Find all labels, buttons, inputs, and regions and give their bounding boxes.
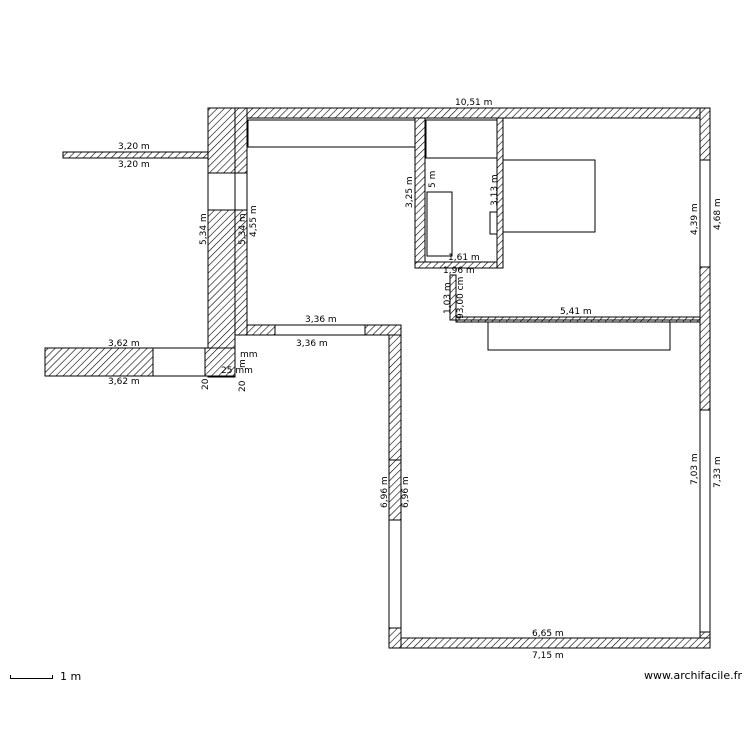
mid-vertical-window — [388, 519, 402, 629]
dim-closet-right: 3,13 m — [490, 174, 500, 206]
scale-label: 1 m — [60, 670, 82, 683]
dim-ext-wall-upper-in: 3,20 m — [118, 160, 150, 170]
dim-left-wall-inner: 5,34 m — [238, 213, 248, 245]
dim-ext-wall-upper: 3,20 m — [118, 142, 150, 152]
dim-bottom-inner: 6,65 m — [532, 629, 564, 639]
bottom-wall — [388, 637, 711, 649]
right-window-lower — [699, 409, 711, 633]
corridor-wall — [449, 274, 457, 321]
dim-closet-bottom-b: 1,96 m — [443, 266, 475, 276]
dim-closet-bottom-a: 1,61 m — [448, 253, 480, 263]
dim-closet-height: 3,25 m — [405, 176, 415, 208]
right-wall-upper — [699, 107, 711, 161]
dim-bottom-outer: 7,15 m — [532, 651, 564, 661]
mid-vertical-wall-mid — [388, 459, 402, 521]
dim-big-room-outer: 7,33 m — [713, 456, 723, 488]
left-outer-wall-top — [207, 107, 236, 174]
left-room-bottom-window — [274, 324, 366, 336]
dim-big-room-inner: 7,03 m — [690, 453, 700, 485]
dim-mid-wall: 5,41 m — [560, 307, 592, 317]
dim-small-m: m — [238, 359, 248, 368]
dim-left-room-bottom-outer: 3,36 m — [305, 315, 337, 325]
exterior-wall-lower-gap — [152, 347, 206, 377]
left-inner-window — [234, 172, 248, 211]
exterior-wall-lower-a — [44, 347, 154, 377]
exterior-wall-lower-b — [204, 347, 236, 377]
dim-vertical-wall-b: 6,96 m — [401, 476, 411, 508]
right-wall-mid — [699, 266, 711, 411]
left-inner-wall-lower — [234, 209, 248, 336]
dim-ext-wall-lower-in: 3,62 m — [108, 377, 140, 387]
dim-vertical-wall-a: 6,96 m — [380, 476, 390, 508]
dim-corridor-b: 93,00 cm — [456, 277, 466, 319]
dim-small-25mm: 25 mm — [221, 366, 253, 376]
dim-ext-wall-lower: 3,62 m — [108, 339, 140, 349]
top-wall — [234, 107, 711, 119]
counter-top — [247, 119, 416, 148]
dim-small-20a: 20 — [201, 378, 211, 390]
closet-inner-top — [425, 119, 498, 159]
dim-corridor-a: 1,03 m — [443, 282, 453, 314]
brand-watermark: www.archifacile.fr — [643, 669, 742, 682]
closet-shelf — [426, 191, 453, 257]
closet-small-shelf — [489, 211, 498, 235]
left-outer-window — [207, 172, 236, 211]
left-inner-wall — [234, 107, 248, 174]
mid-vertical-wall-lower — [388, 627, 402, 649]
dim-left-room-height: 4,55 m — [249, 205, 259, 237]
left-room-bottom-wall-b — [364, 324, 402, 336]
dim-left-wall-outer: 5,34 m — [199, 213, 209, 245]
mid-vertical-wall-upper — [388, 324, 402, 461]
dim-top-wall: 10,51 m — [455, 98, 492, 108]
dim-small-mm: mm — [240, 350, 258, 360]
dim-left-room-bottom-inner: 3,36 m — [296, 339, 328, 349]
right-window-upper — [699, 159, 711, 268]
closet-left-wall — [414, 117, 426, 269]
dim-small-20b: 20 — [238, 380, 248, 392]
counter-mid — [487, 321, 671, 351]
exterior-wall-upper — [62, 151, 209, 159]
dim-right-room-top: 4,39 m — [690, 203, 700, 235]
scale-bar — [10, 675, 53, 679]
dim-right-room-outer: 4,68 m — [713, 198, 723, 230]
dim-closet-small: 5 m — [428, 171, 438, 188]
bed — [502, 159, 596, 233]
